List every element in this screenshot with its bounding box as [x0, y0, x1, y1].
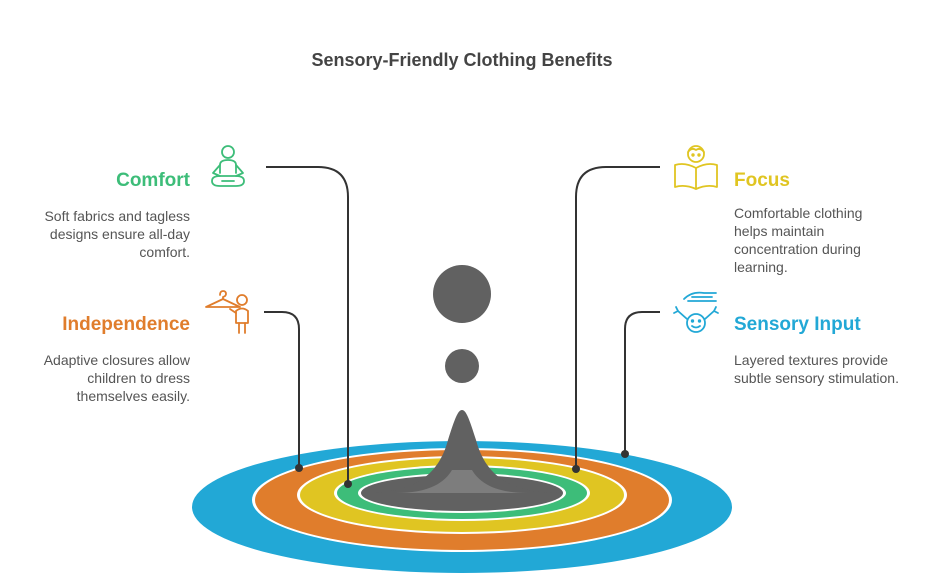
diagram-title: Sensory-Friendly Clothing Benefits [311, 50, 613, 70]
independence-description: Adaptive closures allow children to dres… [43, 352, 190, 404]
hand-over-child-icon [673, 291, 719, 333]
splash-highlight [396, 470, 528, 493]
sensory-input-heading: Sensory Input [734, 314, 861, 335]
small-droplet [445, 349, 479, 383]
sensory-input-connector-dot [621, 450, 629, 458]
independence-heading: Independence [62, 314, 190, 335]
independence-connector [264, 311, 300, 467]
sensory-input-description: Layered textures provide subtle sensory … [734, 352, 899, 386]
comfort-connector [266, 166, 349, 483]
focus-heading: Focus [734, 170, 790, 191]
comfort-description: Soft fabrics and tagless designs ensure … [44, 208, 190, 260]
comfort-connector-dot [344, 480, 352, 488]
meditating-person-icon [211, 145, 245, 187]
independence-connector-dot [295, 464, 303, 472]
splash-peak [366, 410, 558, 493]
focus-connector [575, 166, 660, 468]
sensory-input-connector [624, 311, 660, 453]
focus-connector-dot [572, 465, 580, 473]
child-reading-book-icon [674, 145, 718, 190]
focus-description: Comfortable clothing helps maintain conc… [734, 205, 863, 275]
child-with-hanger-icon [205, 290, 249, 334]
large-droplet [433, 265, 491, 323]
comfort-heading: Comfort [116, 170, 190, 191]
